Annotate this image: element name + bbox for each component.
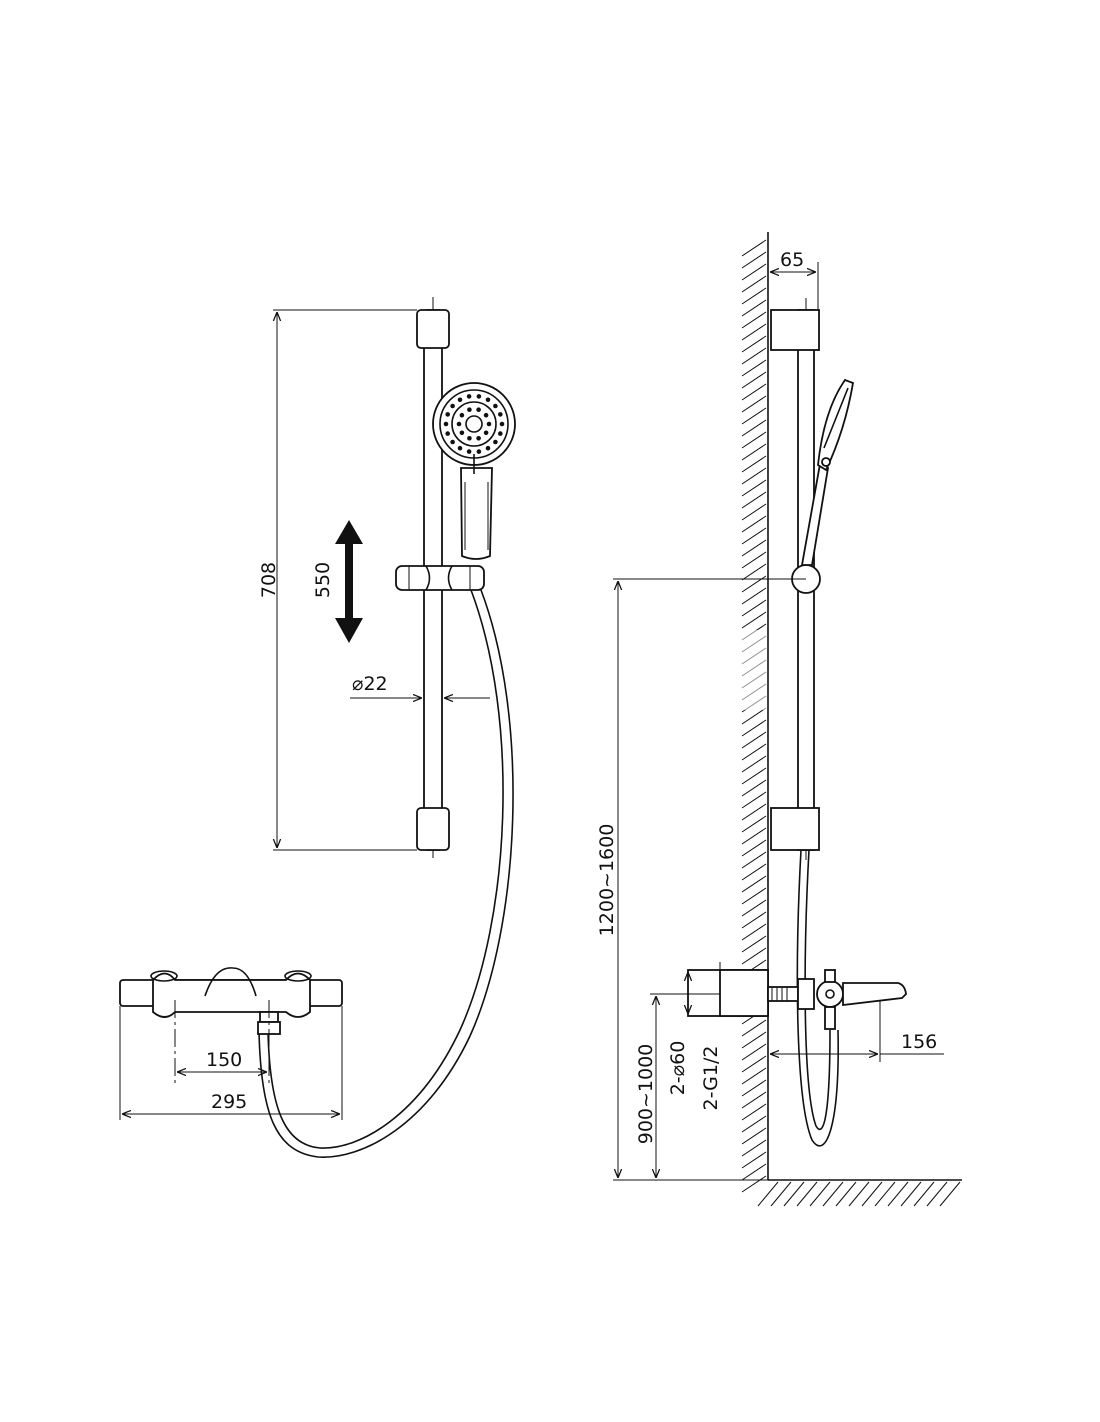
mixer-side bbox=[687, 969, 907, 1030]
slide-bar-side bbox=[770, 298, 821, 860]
wall bbox=[740, 232, 769, 1193]
dim-wall-offset: 65 bbox=[770, 249, 819, 310]
inlet-flange-label: 2-⌀60 bbox=[667, 1041, 689, 1096]
slide-arrow-icon bbox=[335, 520, 363, 643]
dim-slide-range: 550 bbox=[312, 520, 363, 643]
dim-bar-length: 708 bbox=[258, 309, 417, 851]
front-view: 708 550 ⌀22 150 295 bbox=[119, 297, 516, 1158]
dim-spout-projection: 156 bbox=[770, 1000, 944, 1062]
bar-diameter-label: ⌀22 bbox=[352, 673, 388, 695]
inlet-spacing-label: 150 bbox=[206, 1049, 242, 1071]
inlet-thread-label: 2-G1/2 bbox=[700, 1046, 722, 1111]
slider-holder bbox=[395, 565, 485, 591]
dim-inlet-spacing: 150 bbox=[177, 1049, 267, 1072]
spout-projection-label: 156 bbox=[901, 1031, 937, 1053]
mixer-width-label: 295 bbox=[211, 1091, 247, 1113]
side-view: 65 156 1200~1600 900~1000 2-⌀60 bbox=[596, 232, 962, 1207]
floor bbox=[757, 1179, 962, 1207]
dim-mixer-height: 900~1000 bbox=[635, 993, 720, 1178]
slide-range-label: 550 bbox=[312, 562, 334, 598]
dim-inlet-thread: 2-G1/2 bbox=[700, 962, 722, 1110]
dim-bar-height: 1200~1600 bbox=[596, 578, 806, 1181]
dim-bar-diameter: ⌀22 bbox=[350, 673, 490, 698]
bar-height-label: 1200~1600 bbox=[596, 824, 618, 937]
nozzle-ring bbox=[443, 394, 505, 454]
dim-inlet-flange: 2-⌀60 bbox=[667, 972, 689, 1095]
bar-length-label: 708 bbox=[258, 562, 280, 598]
hand-shower bbox=[432, 382, 516, 560]
mixer-body bbox=[119, 967, 343, 1085]
floor-hatch bbox=[757, 1181, 961, 1207]
wall-offset-label: 65 bbox=[780, 249, 804, 271]
dim-mixer-width: 295 bbox=[119, 1006, 343, 1120]
hand-shower-side bbox=[800, 378, 855, 566]
mixer-height-label: 900~1000 bbox=[635, 1044, 657, 1145]
hose-side bbox=[796, 849, 839, 1147]
hose bbox=[258, 589, 514, 1158]
wall-hatch bbox=[741, 239, 767, 1193]
